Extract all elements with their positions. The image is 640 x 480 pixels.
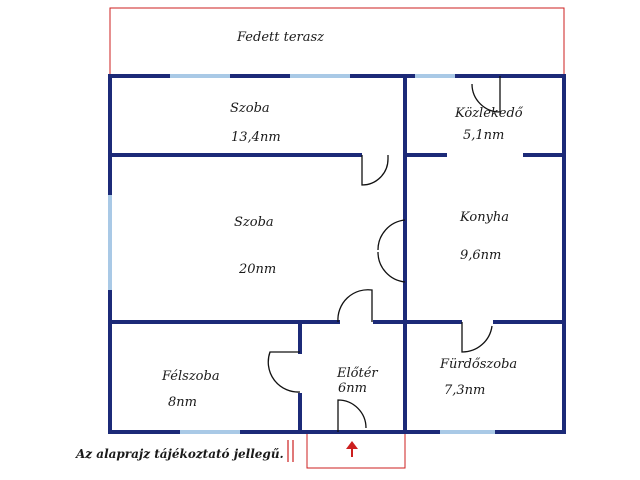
kitchen-area: 9,6nm: [460, 248, 502, 263]
disclaimer-text: Az alaprajz tájékoztató jellegű.: [76, 447, 284, 461]
door-large-room: [337, 289, 373, 323]
windows: [108, 74, 495, 434]
corridor-label: Közlekedő: [455, 106, 523, 121]
door-bathroom: [461, 322, 493, 353]
door-half-room: [267, 351, 301, 393]
hall-area: 6nm: [338, 381, 367, 396]
half-room-label: Félszoba: [162, 369, 220, 384]
disclaimer-marks: [287, 440, 294, 462]
large-room-area: 20nm: [239, 262, 277, 277]
terrace-label: Fedett terasz: [237, 30, 325, 45]
doors: [267, 76, 501, 432]
large-room-label: Szoba: [234, 215, 274, 230]
entrance-outline: [306, 432, 406, 469]
door-top-room: [361, 155, 389, 186]
bathroom-area: 7,3nm: [444, 383, 486, 398]
terrace-outline: [109, 7, 565, 76]
door-kitchen: [377, 219, 406, 283]
bathroom-label: Fürdőszoba: [440, 357, 518, 372]
top-room-label: Szoba: [230, 101, 270, 116]
hall-label: Előtér: [337, 366, 378, 381]
kitchen-label: Konyha: [460, 210, 510, 225]
corridor-area: 5,1nm: [463, 128, 505, 143]
door-corridor: [471, 76, 501, 113]
entrance-arrow-icon: [346, 441, 358, 457]
half-room-area: 8nm: [168, 395, 197, 410]
top-room-area: 13,4nm: [231, 130, 281, 145]
door-entrance: [337, 399, 367, 432]
